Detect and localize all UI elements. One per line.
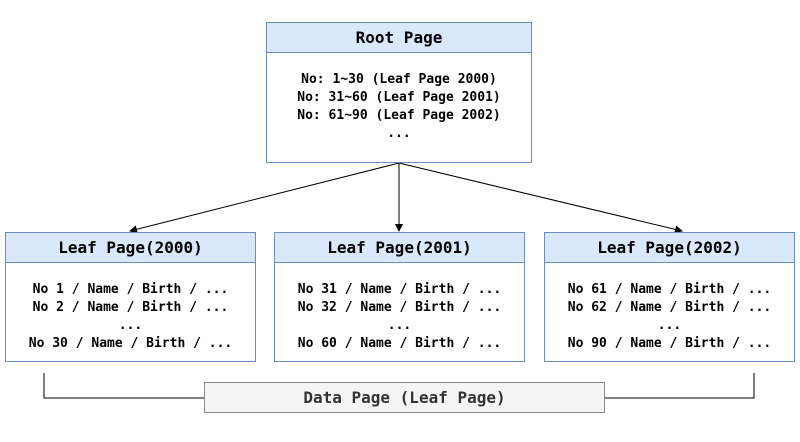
bracket-left bbox=[43, 373, 204, 399]
leaf-line: No 31 / Name / Birth / ... bbox=[297, 282, 502, 297]
root-page-box: Root Page No: 1~30 (Leaf Page 2000) No: … bbox=[266, 22, 532, 163]
leaf-page-body: No 31 / Name / Birth / ... No 32 / Name … bbox=[275, 263, 524, 353]
arrow-to-leaf-2000 bbox=[129, 162, 400, 234]
leaf-line: No 30 / Name / Birth / ... bbox=[28, 336, 233, 351]
root-line: ... bbox=[387, 126, 411, 141]
root-page-title: Root Page bbox=[267, 23, 531, 53]
leaf-page-2001-box: Leaf Page(2001) No 31 / Name / Birth / .… bbox=[274, 232, 525, 362]
leaf-line: No 60 / Name / Birth / ... bbox=[297, 336, 502, 351]
arrow-to-leaf-2002 bbox=[398, 162, 683, 234]
leaf-line: ... bbox=[657, 318, 682, 333]
leaf-page-2000-box: Leaf Page(2000) No 1 / Name / Birth / ..… bbox=[5, 232, 256, 362]
leaf-line: ... bbox=[387, 318, 412, 333]
leaf-page-body: No 61 / Name / Birth / ... No 62 / Name … bbox=[545, 263, 794, 353]
leaf-line: No 61 / Name / Birth / ... bbox=[567, 282, 772, 297]
leaf-page-2002-box: Leaf Page(2002) No 61 / Name / Birth / .… bbox=[544, 232, 795, 362]
leaf-page-title: Leaf Page(2000) bbox=[6, 233, 255, 263]
bracket-right bbox=[605, 373, 755, 399]
leaf-page-title: Leaf Page(2001) bbox=[275, 233, 524, 263]
root-page-body: No: 1~30 (Leaf Page 2000) No: 31~60 (Lea… bbox=[267, 53, 531, 143]
leaf-line: No 32 / Name / Birth / ... bbox=[297, 300, 502, 315]
leaf-line: No 2 / Name / Birth / ... bbox=[32, 300, 229, 315]
data-page-label: Data Page (Leaf Page) bbox=[204, 382, 605, 413]
leaf-line: No 1 / Name / Birth / ... bbox=[32, 282, 229, 297]
leaf-page-title: Leaf Page(2002) bbox=[545, 233, 794, 263]
root-line: No: 1~30 (Leaf Page 2000) bbox=[301, 72, 497, 87]
root-line: No: 61~90 (Leaf Page 2002) bbox=[297, 108, 501, 123]
leaf-line: No 62 / Name / Birth / ... bbox=[567, 300, 772, 315]
leaf-page-body: No 1 / Name / Birth / ... No 2 / Name / … bbox=[6, 263, 255, 353]
leaf-line: ... bbox=[118, 318, 143, 333]
root-line: No: 31~60 (Leaf Page 2001) bbox=[297, 90, 501, 105]
leaf-line: No 90 / Name / Birth / ... bbox=[567, 336, 772, 351]
